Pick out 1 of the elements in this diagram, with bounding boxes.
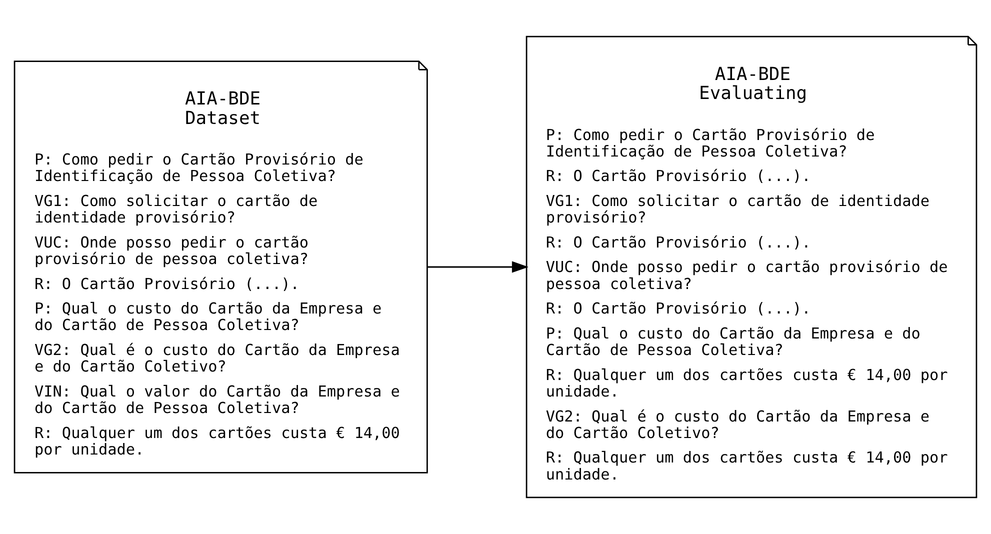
arrow xyxy=(427,261,529,273)
